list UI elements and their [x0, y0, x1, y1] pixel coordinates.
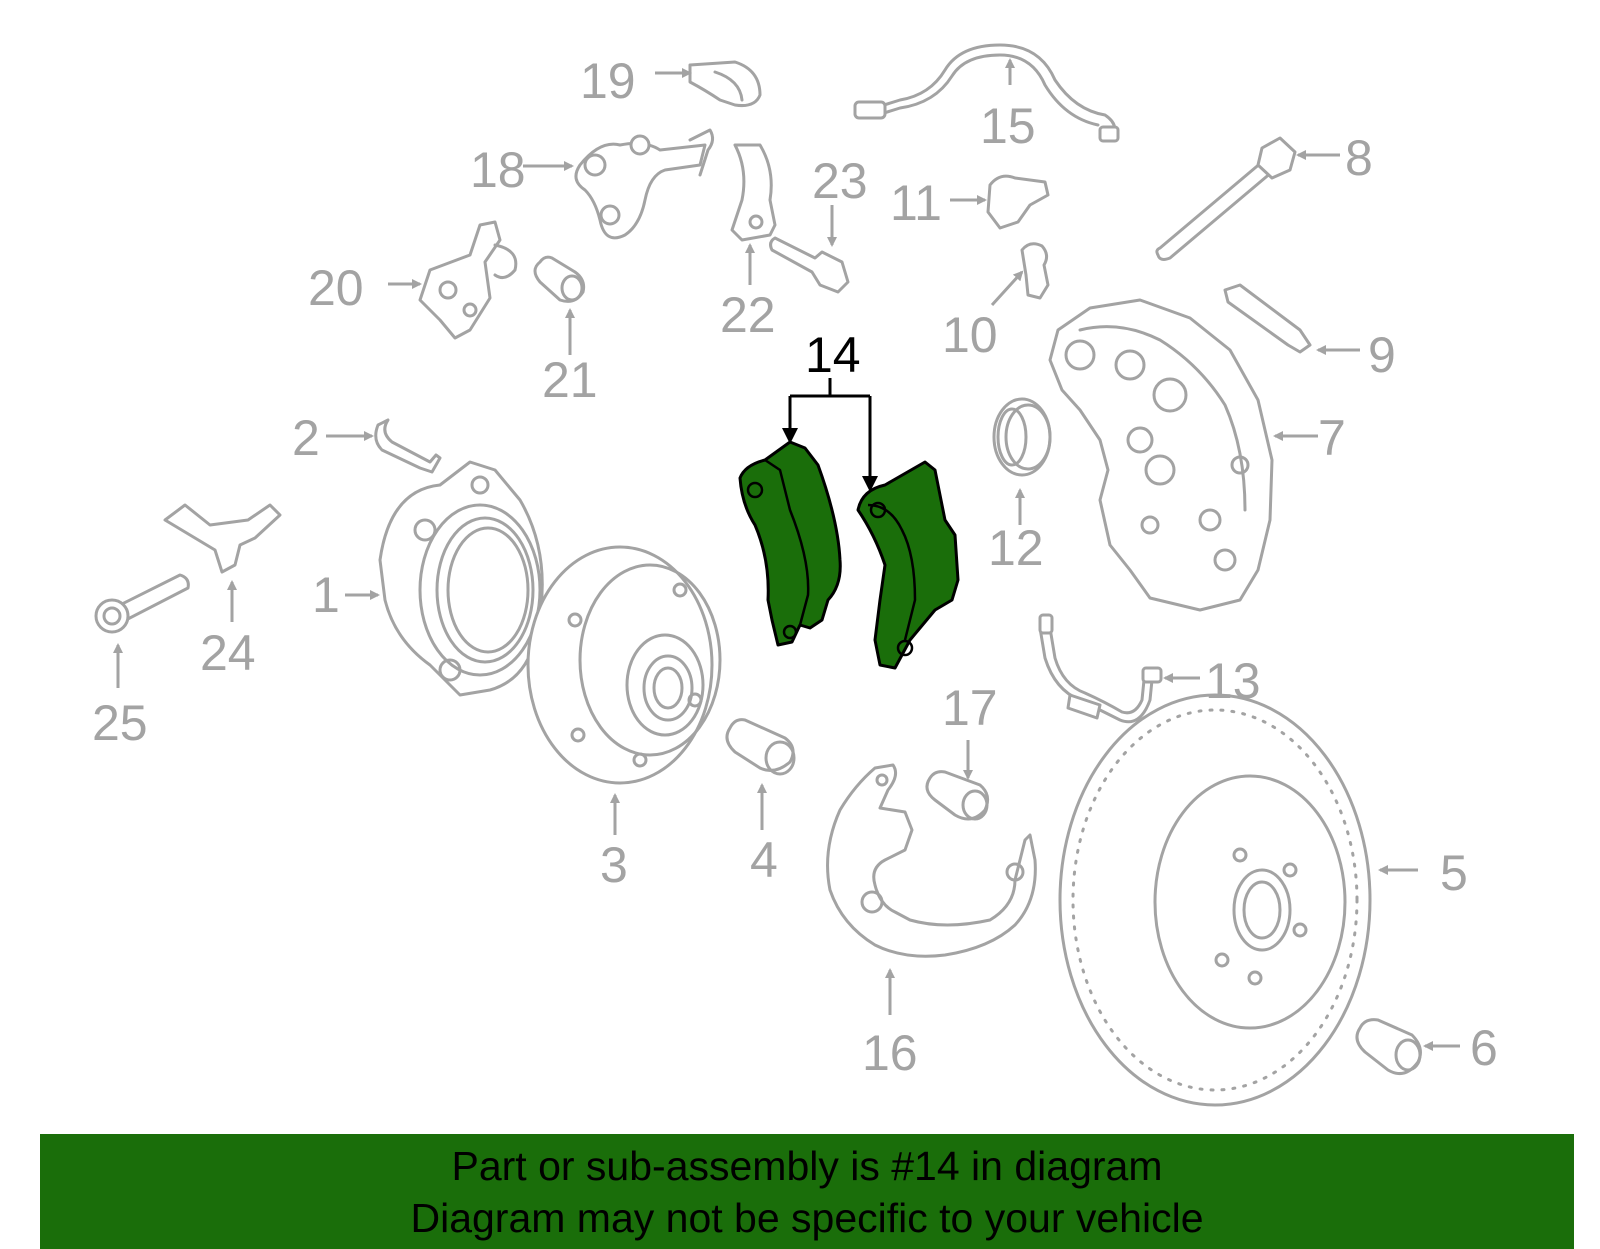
label-9: 9: [1368, 327, 1396, 383]
part-25-bolt: [94, 573, 190, 688]
label-2: 2: [292, 410, 320, 466]
label-18: 18: [470, 142, 526, 198]
part-13-wear-sensor: [1038, 613, 1200, 724]
label-24: 24: [200, 625, 256, 681]
part-8-bolt: [1155, 136, 1340, 261]
part-24-sensor: [163, 503, 282, 622]
part-22-bracket: [730, 143, 777, 285]
part-11-clip: [950, 174, 1050, 230]
label-12: 12: [988, 520, 1044, 576]
part-9-pin: [1223, 283, 1360, 355]
part-7-caliper: [1048, 298, 1318, 612]
part-23-bolt: [769, 205, 850, 294]
part-21-bolt: [533, 255, 586, 355]
label-13: 13: [1205, 653, 1261, 709]
label-10: 10: [942, 307, 998, 363]
part-6-lug-bolt: [1355, 1018, 1460, 1076]
part-16-shield: [826, 763, 1037, 1015]
label-15: 15: [980, 98, 1036, 154]
label-16: 16: [862, 1025, 918, 1081]
label-23: 23: [812, 153, 868, 209]
part-15-sensor-wire: [853, 43, 1120, 143]
label-1: 1: [312, 567, 340, 623]
part-20-bracket: [388, 220, 518, 340]
part-1-bearing: [345, 460, 544, 697]
label-7: 7: [1318, 410, 1346, 466]
label-14: 14: [805, 327, 861, 383]
label-25: 25: [92, 695, 148, 751]
notice-banner: Part or sub-assembly is #14 in diagram D…: [40, 1134, 1574, 1249]
part-10-pin: [990, 242, 1050, 307]
part-18-harness: [523, 128, 715, 240]
label-19: 19: [580, 53, 636, 109]
label-17: 17: [942, 680, 998, 736]
part-2-stud: [326, 418, 442, 474]
part-14-brake-pads: [738, 378, 960, 670]
part-4-bolt: [725, 718, 796, 830]
label-6: 6: [1470, 1020, 1498, 1076]
banner-line-1: Part or sub-assembly is #14 in diagram: [451, 1142, 1163, 1189]
label-3: 3: [600, 837, 628, 893]
part-5-rotor: [1058, 693, 1418, 1107]
part-17-bolt: [925, 740, 990, 821]
part-12-seal: [992, 397, 1052, 525]
label-5: 5: [1440, 845, 1468, 901]
label-21: 21: [542, 352, 598, 408]
label-4: 4: [750, 832, 778, 888]
label-20: 20: [308, 260, 364, 316]
part-3-hub: [526, 545, 722, 835]
label-8: 8: [1345, 130, 1373, 186]
part-19-clip: [655, 60, 762, 107]
label-11: 11: [890, 175, 942, 231]
banner-line-2: Diagram may not be specific to your vehi…: [410, 1194, 1204, 1241]
label-22: 22: [720, 287, 776, 343]
